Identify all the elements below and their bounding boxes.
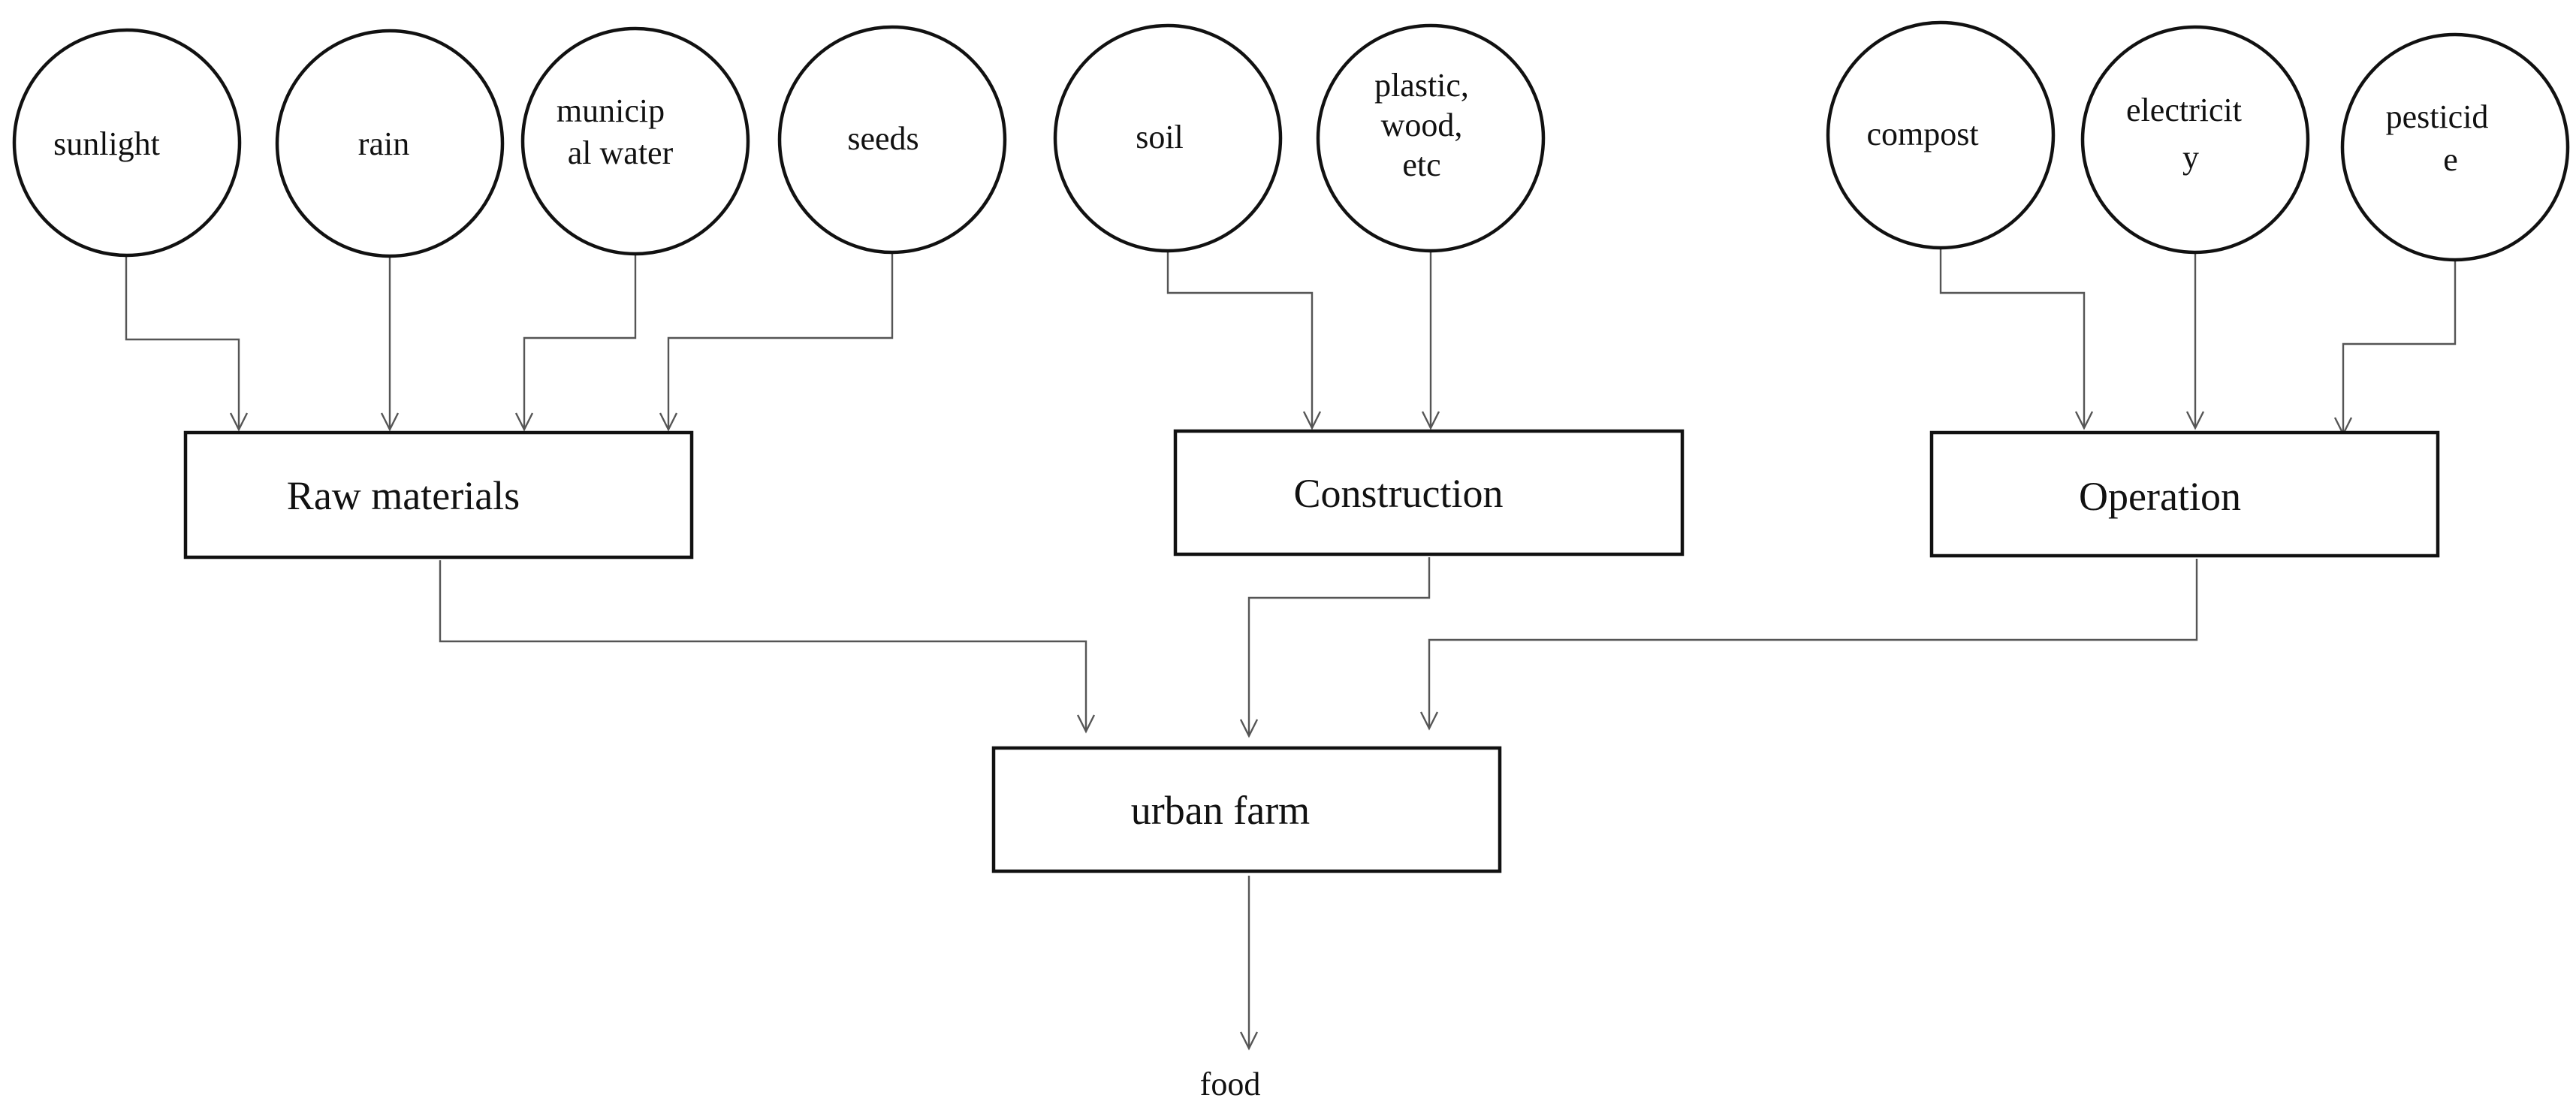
input-seeds: seeds [777,25,1007,255]
input-pesticide: pesticid e [2340,32,2570,262]
edge-sunlight-to-raw-materials [125,255,240,430]
edge-soil-to-construction [1166,251,1314,428]
arrowhead-municipal-water [514,412,534,432]
label-electricity-line2: y [2182,139,2199,176]
label-rain: rain [358,125,409,162]
label-operation: Operation [2079,474,2241,519]
label-seeds: seeds [847,120,918,157]
edge-construction-to-urban-farm [1247,557,1431,736]
arrowhead-construction [1239,719,1259,738]
input-plastic-wood-etc: plastic, wood, etc [1316,23,1546,253]
input-compost: compost [1826,20,2056,250]
label-pesticide-line2: e [2443,141,2458,178]
arrowhead-plastic-wood [1421,411,1440,430]
arrowhead-soil [1302,411,1322,430]
arrowhead-sunlight [229,412,249,432]
label-sunlight: sunlight [53,125,160,162]
edge-municipal-water-to-raw-materials [523,254,637,430]
stage-construction: Construction [1173,429,1685,556]
input-rain: rain [275,29,505,258]
input-electricity: electricit y [2080,25,2310,255]
label-plastic-wood-line3: etc [1402,146,1440,183]
label-electricity-line1: electricit [2126,92,2242,128]
arrowhead-compost [2074,411,2094,430]
arrowhead-raw-materials [1076,714,1096,734]
label-plastic-wood-line1: plastic, [1374,67,1469,104]
label-construction: Construction [1294,471,1504,516]
label-municipal-water-line1: municip [557,92,665,129]
system-urban-farm: urban farm [991,746,1502,873]
label-pesticide-line1: pesticid [2386,98,2489,135]
input-sunlight: sunlight [12,28,242,258]
edge-compost-to-operation [1939,248,2086,428]
label-plastic-wood-line2: wood, [1381,107,1463,143]
arrowhead-rain [380,412,400,432]
edge-pesticide-to-operation [2342,260,2457,434]
edge-seeds-to-raw-materials [667,252,894,430]
input-soil: soil [1053,23,1283,253]
input-municipal-water: municip al water [520,26,750,256]
output-food: food [1200,1066,1261,1102]
arrowhead-food [1239,1031,1259,1051]
label-food: food [1200,1066,1261,1102]
label-raw-materials: Raw materials [287,473,520,518]
arrowhead-electricity [2185,411,2205,430]
stage-raw-materials: Raw materials [183,430,694,560]
arrowhead-operation [1419,711,1439,731]
arrowhead-seeds [659,412,678,432]
label-soil: soil [1136,119,1184,155]
stage-operation: Operation [1929,430,2440,558]
label-municipal-water-line2: al water [568,134,674,171]
edge-raw-materials-to-urban-farm [439,560,1087,731]
edges [125,248,2457,1051]
edge-operation-to-urban-farm [1428,559,2198,728]
label-compost: compost [1866,116,1978,152]
label-urban-farm: urban farm [1131,788,1310,833]
